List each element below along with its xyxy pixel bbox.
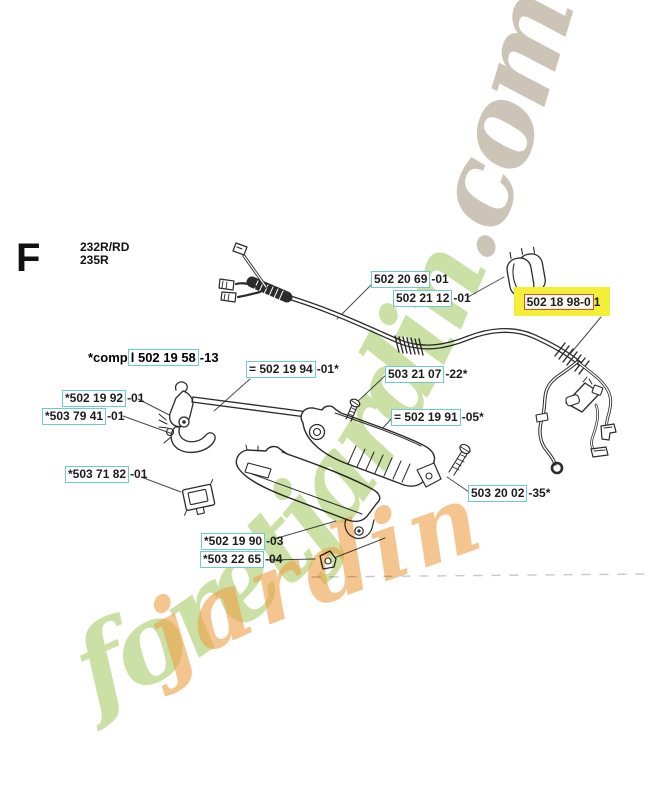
model-list: 232R/RD 235R (80, 241, 129, 267)
part-label-502-19-92-01[interactable]: *502 19 92-01 (62, 390, 144, 407)
ring-terminal (550, 461, 564, 475)
part-number-box[interactable]: 502 21 12 (393, 290, 453, 307)
part-number-suffix: -01 (431, 272, 449, 286)
part-number-box[interactable]: 503 20 02 (468, 485, 528, 502)
part-number-suffix: -01 (107, 409, 125, 423)
part-number-box[interactable]: 503 21 07 (385, 366, 445, 383)
part-number-suffix: -01 (127, 391, 145, 405)
part-number-suffix: -05* (461, 410, 484, 424)
trigger-assembly (158, 381, 314, 454)
model-name: 235R (80, 253, 109, 267)
part-number-suffix: -03 (266, 534, 284, 548)
part-number-box[interactable]: l 502 19 58 (127, 349, 199, 366)
model-name: 232R/RD (80, 240, 130, 254)
leader-lines (122, 276, 602, 561)
part-number-suffix: -01* (316, 362, 339, 376)
part-number-box[interactable]: *503 22 65 (200, 551, 265, 568)
handle-front-half (235, 444, 381, 540)
part-number-box[interactable]: 502 18 98-0 (523, 293, 594, 310)
part-label-502-19-90-03[interactable]: *502 19 90-03 (201, 533, 283, 550)
part-label-502-20-69-01[interactable]: 502 20 69-01 (371, 271, 449, 288)
part-number-box[interactable]: 502 20 69 (371, 271, 431, 288)
part-number-box[interactable]: = 502 19 91 (391, 409, 461, 426)
harness-clip (535, 412, 549, 423)
part-label-503-22-65-04[interactable]: *503 22 65-04 (200, 551, 282, 568)
part-label-503-71-82-01[interactable]: *503 71 82-01 (65, 466, 147, 483)
part-number-box[interactable]: *503 71 82 (65, 466, 130, 483)
end-plate (416, 462, 442, 488)
spring-washer (165, 427, 175, 437)
spade-terminal (590, 446, 609, 458)
part-label-503-21-07-22[interactable]: 503 21 07-22* (385, 366, 467, 383)
cable-end-connector (232, 242, 248, 256)
part-number-suffix: -35* (528, 486, 551, 500)
part-label-502-19-91-05[interactable]: = 502 19 91-05* (391, 409, 484, 426)
handle-back-half (300, 405, 442, 488)
boss (308, 423, 326, 441)
screw-right (448, 443, 471, 476)
part-number-box[interactable]: *503 79 41 (42, 408, 107, 425)
part-label-503-20-02-35[interactable]: 503 20 02-35* (468, 485, 550, 502)
part-number-suffix: -22* (445, 367, 468, 381)
part-number-box[interactable]: *502 19 90 (201, 533, 266, 550)
part-number-suffix: 1 (593, 294, 601, 309)
cable-clamp-part (506, 246, 546, 297)
square-nut (319, 550, 337, 570)
connector-housing (600, 423, 617, 441)
screw-top (345, 398, 361, 422)
section-letter: F (16, 236, 41, 280)
part-label-502-19-94-01[interactable]: = 502 19 94-01* (246, 361, 339, 378)
part-number-suffix: -04 (265, 552, 283, 566)
part-number-box[interactable]: *502 19 92 (62, 390, 127, 407)
part-number-prefix: *comp (88, 350, 128, 365)
part-number-suffix: -01 (453, 291, 471, 305)
part-number-suffix: -13 (199, 350, 219, 365)
throttle-cable (218, 242, 590, 375)
faint-dashed-line (311, 573, 651, 578)
part-label-502-21-12-01[interactable]: 502 21 12-01 (393, 290, 471, 307)
wiring-harness (535, 360, 617, 475)
part-label-503-79-41-01[interactable]: *503 79 41-01 (42, 408, 124, 425)
stop-switch (181, 479, 216, 516)
part-number-box[interactable]: = 502 19 94 (246, 361, 316, 378)
part-number-suffix: -01 (130, 467, 148, 481)
